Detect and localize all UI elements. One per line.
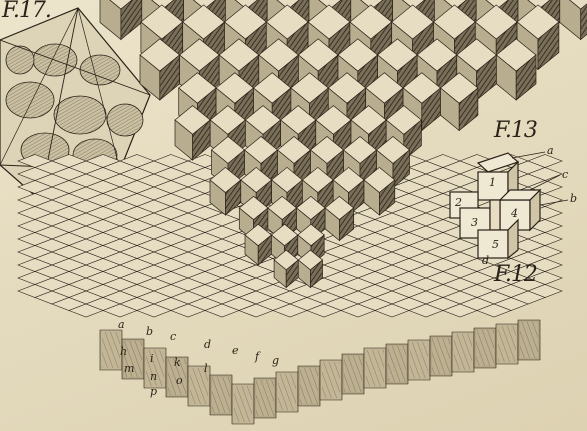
fig17-label: F.17. [2,0,51,23]
base-edge-hatch [278,374,296,410]
fig13-label: F.13 [494,118,537,143]
base-row-letter: e [232,344,239,357]
fig13-face-number: 2 [455,196,462,209]
base-edge-hatch [212,377,230,413]
base-edge-hatch [410,342,428,378]
base-row-letter: c [170,330,176,343]
fig13-letter: a [547,144,554,157]
fig13-face-number: 1 [489,176,496,189]
base-edge-hatch [388,346,406,382]
sphere-shape [6,46,34,74]
base-row-letter: h [120,345,127,358]
base-edge-hatch [498,326,516,362]
base-edge-hatch [322,362,340,398]
base-row-letter: b [146,325,153,338]
base-edge-hatch [102,332,120,368]
sphere-shape [107,104,143,136]
fig12-label: F.12 [494,262,537,287]
base-edge-hatch [256,380,274,416]
base-edge-hatch [476,330,494,366]
fig13-face-number: 5 [492,238,499,251]
fig13-letter: d [482,254,489,267]
base-edge-hatch [454,334,472,370]
sphere-shape [54,96,106,134]
fig13-letter: c [562,168,568,181]
base-row-letter: g [272,354,279,367]
base-row-letter: f [255,350,259,363]
base-row-letter: l [204,362,208,375]
base-edge-hatch [520,322,538,358]
sphere-shape [6,82,54,118]
sphere-shape [80,55,120,85]
fig13-letter: b [570,192,577,205]
base-row-letter: n [150,370,157,383]
base-row-letter: k [174,356,181,369]
base-row-letter: o [176,374,183,387]
base-row-letter: p [150,385,157,398]
base-row-letter: d [204,338,211,351]
fig13-face-number: 3 [471,216,478,229]
base-row-letter: i [150,352,154,365]
base-edge-hatch [344,356,362,392]
base-edge-hatch [300,368,318,404]
fig13-face-number: 4 [511,207,518,220]
base-edge-hatch [234,386,252,422]
base-row-letter: a [118,318,125,331]
base-row-letter: m [124,362,134,375]
base-edge-hatch [366,350,384,386]
base-edge-hatch [432,338,450,374]
